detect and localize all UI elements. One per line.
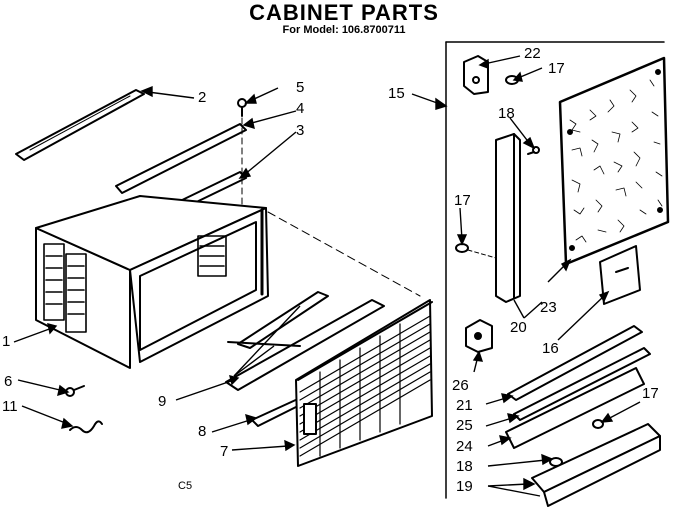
callout-18-top: 18 [498, 105, 515, 122]
callout-8: 8 [198, 423, 207, 440]
screw-part-17-bottom [592, 419, 604, 429]
strip-part-4 [115, 123, 247, 194]
top-rail-part-2 [15, 89, 145, 161]
callout-11: 11 [2, 398, 18, 415]
model-number: For Model: 106.8700711 [282, 24, 406, 36]
callout-18-bottom: 18 [456, 458, 473, 475]
callout-15: 15 [388, 85, 405, 102]
callout-24: 24 [456, 438, 473, 455]
callout-6: 6 [4, 373, 13, 390]
front-grille-icon [295, 299, 433, 467]
screw-part-5 [237, 98, 247, 117]
callout-17-bottom: 17 [642, 385, 659, 402]
filter-panel-icon [558, 56, 670, 266]
leader-lines [13, 55, 641, 497]
diagram-title: CABINET PARTS [249, 0, 439, 25]
callout-1: 1 [2, 333, 11, 350]
callout-17-left: 17 [454, 192, 471, 209]
callout-26: 26 [452, 377, 469, 394]
callout-20: 20 [510, 319, 527, 336]
bracket-part-9 [225, 291, 385, 391]
bracket-part-16 [599, 245, 641, 305]
block-part-26 [465, 319, 493, 353]
callout-19: 19 [456, 478, 473, 495]
channel-part-19 [531, 423, 661, 507]
callout-22: 22 [524, 45, 541, 62]
callout-3: 3 [296, 122, 305, 139]
callout-9: 9 [158, 393, 167, 410]
cabinet-shell-icon [35, 195, 269, 369]
callout-21: 21 [456, 397, 473, 414]
callout-25: 25 [456, 417, 473, 434]
callout-4: 4 [296, 100, 305, 117]
strip-part-21 [507, 325, 643, 401]
callout-17-top: 17 [548, 60, 565, 77]
channel-part-20 [495, 133, 521, 303]
screw-part-17-left [455, 243, 497, 259]
strip-part-24 [505, 367, 645, 449]
diagram-code: C5 [178, 480, 193, 492]
strip-part-25 [513, 347, 651, 421]
callout-2: 2 [198, 89, 207, 106]
callout-7: 7 [220, 443, 229, 460]
callout-5: 5 [296, 79, 305, 96]
callout-23: 23 [540, 299, 557, 316]
screw-part-6 [65, 385, 85, 397]
callout-16: 16 [542, 340, 559, 357]
clip-part-11 [69, 420, 103, 434]
